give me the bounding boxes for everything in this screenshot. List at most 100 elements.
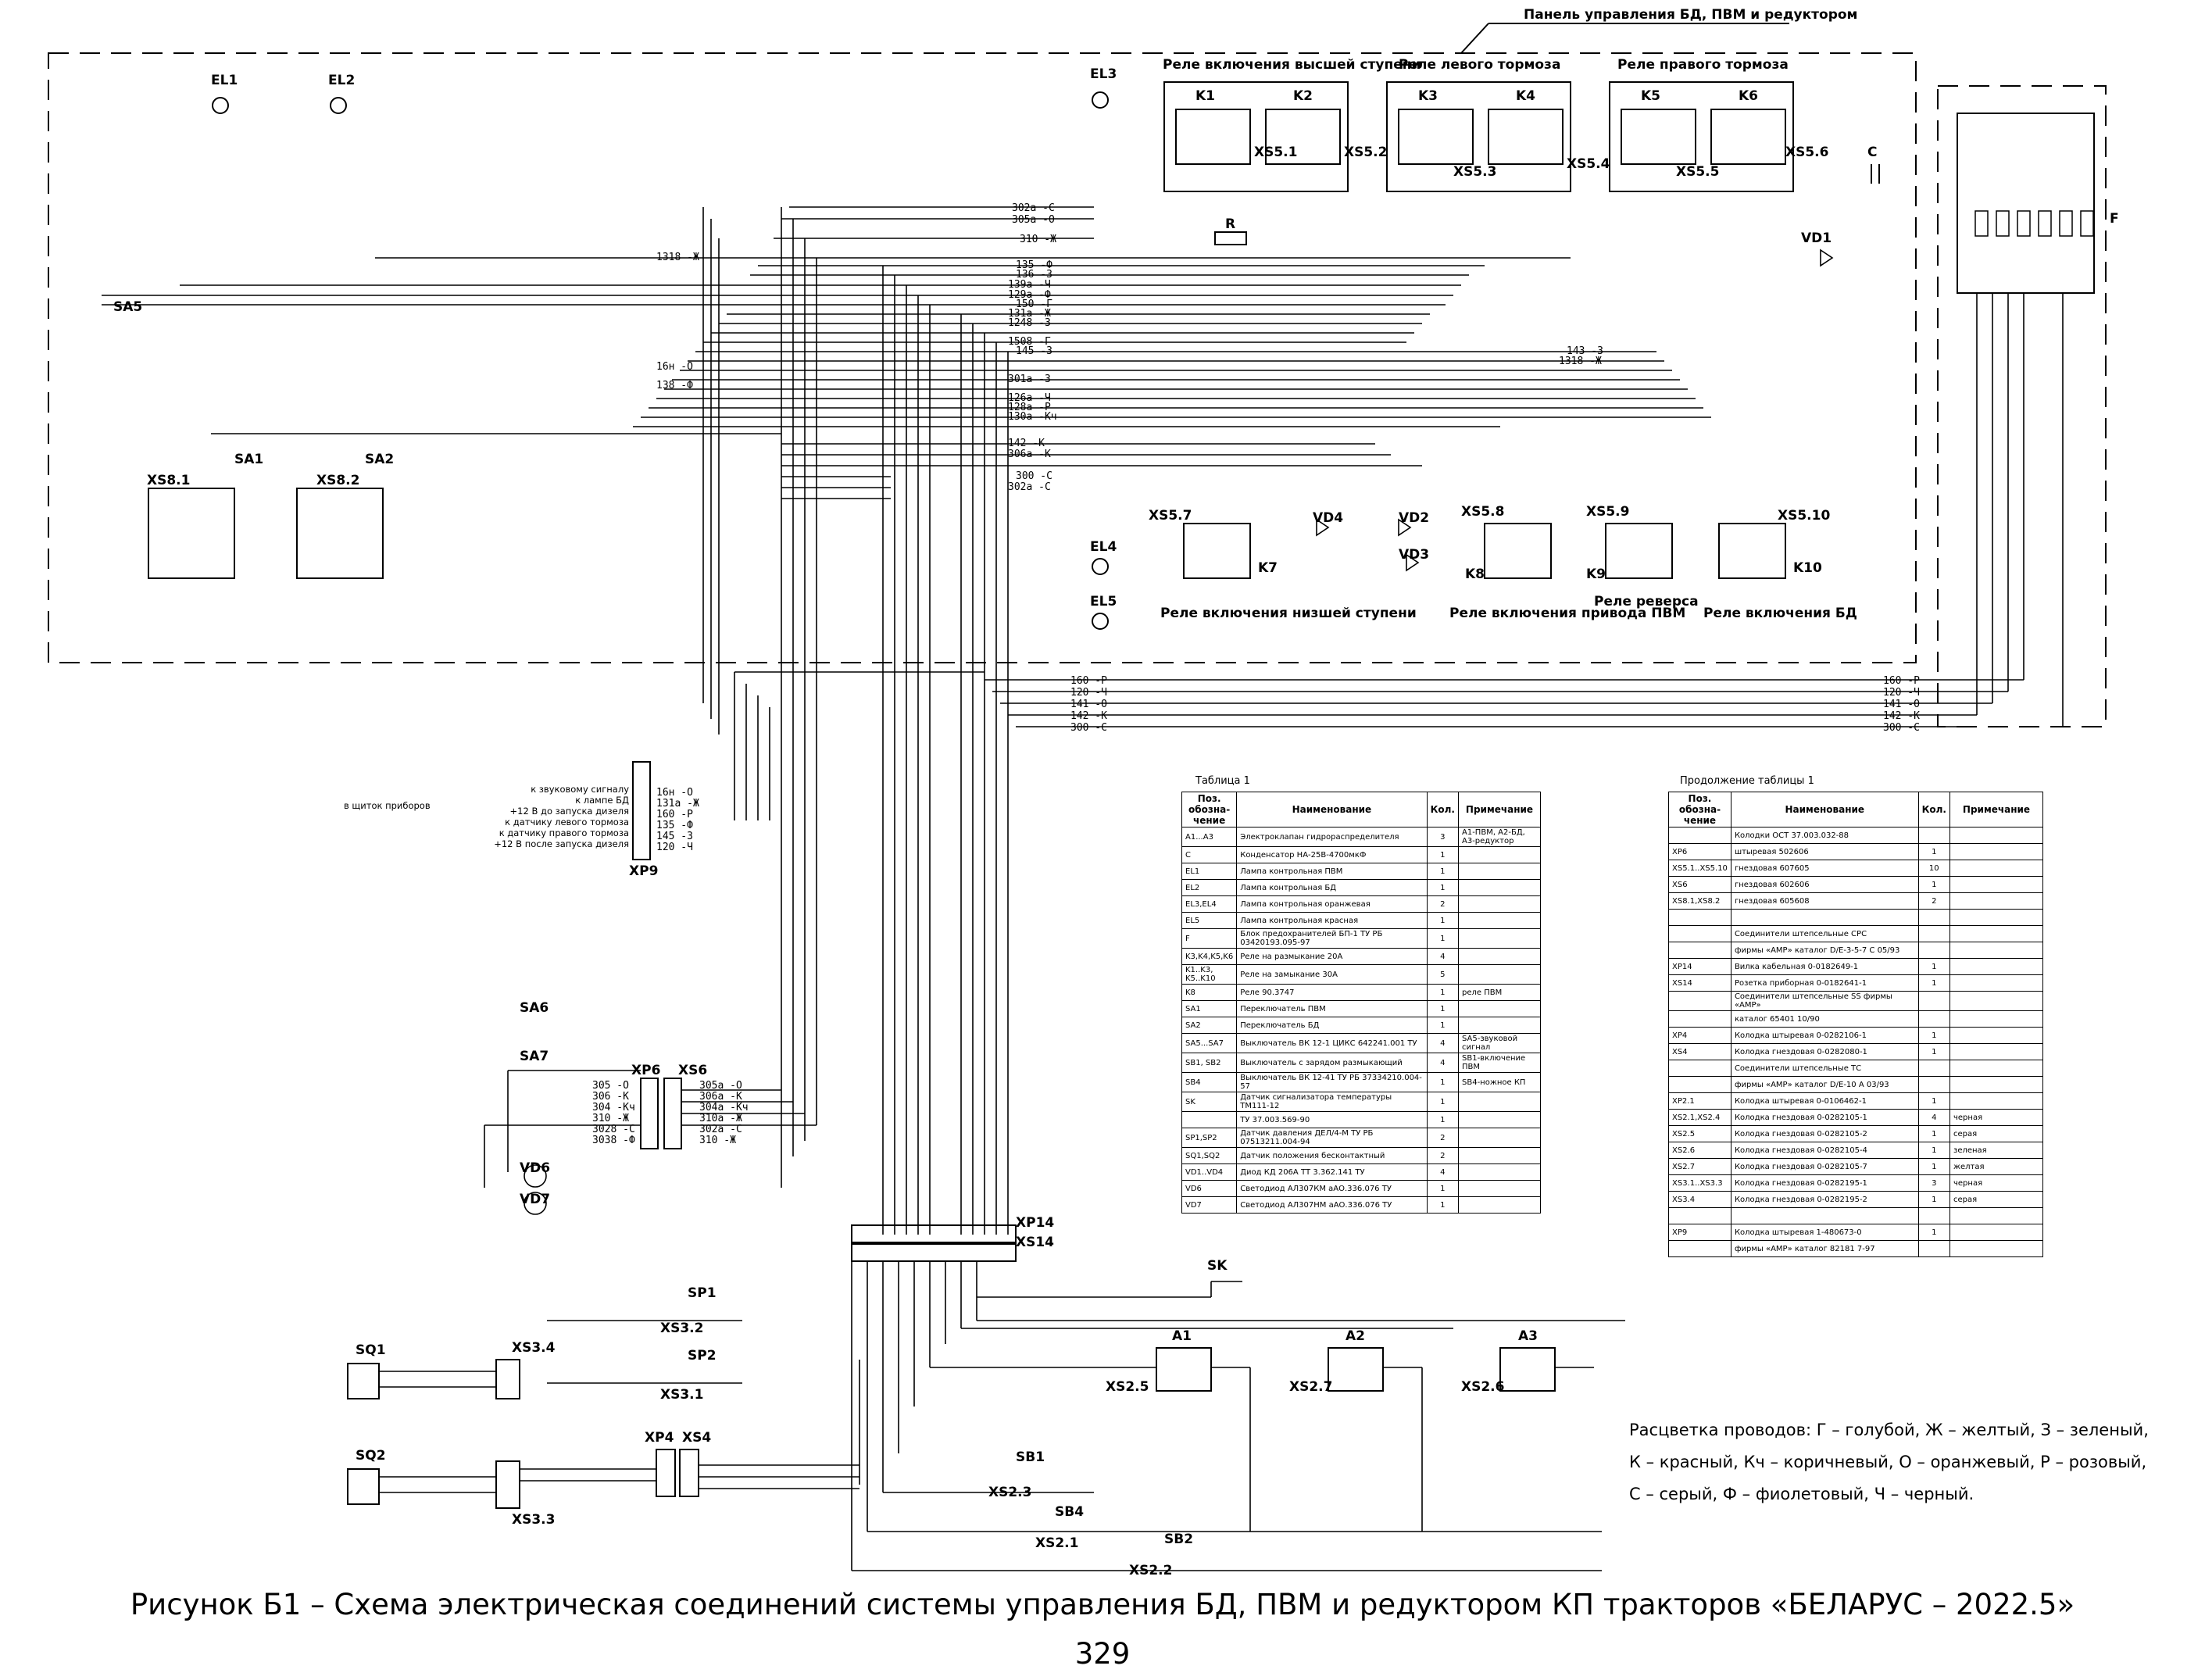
label-xs5-1: XS5.1: [1254, 145, 1297, 160]
table1-cell: EL2: [1181, 879, 1238, 896]
table2-cell: [1917, 827, 1951, 844]
table1-cell: Лампа контрольная красная: [1236, 912, 1428, 929]
table2-cell: черная: [1949, 1109, 2043, 1126]
table1-cell: 1: [1426, 1000, 1460, 1017]
table2-cell: XS14: [1668, 974, 1731, 992]
svg-text:305а -О: 305а -О: [699, 1080, 742, 1092]
table2-cell: Колодка гнездовая 0-0282195-1: [1730, 1174, 1919, 1192]
svg-text:120 -Ч: 120 -Ч: [1883, 687, 1920, 699]
table2-cell: [1668, 909, 1731, 926]
connector-xp14: [851, 1224, 1017, 1243]
svg-text:135 -Ф: 135 -Ф: [656, 820, 693, 831]
table2-cell: [1917, 925, 1951, 942]
table2-cell: XS2.7: [1668, 1158, 1731, 1175]
legend-line: К – красный, Кч – коричневый, О – оранже…: [1629, 1453, 2147, 1471]
fuse-block: [1957, 113, 2095, 294]
label-a2: A2: [1346, 1328, 1365, 1344]
label-vd7: VD7: [520, 1192, 550, 1207]
relay-k8: [1484, 523, 1552, 579]
table1-cell: 2: [1426, 895, 1460, 913]
table2-cell: [1668, 991, 1731, 1011]
svg-text:306а -К: 306а -К: [1008, 449, 1051, 460]
resistor-r: [1214, 231, 1247, 245]
label-xp14: XP14: [1016, 1215, 1054, 1231]
table2-cell: 1: [1917, 1142, 1951, 1159]
table2-cell: гнездовая 602606: [1730, 876, 1919, 893]
label-xp9: XP9: [629, 863, 658, 879]
switch-sa1: [148, 488, 235, 579]
table2-cell: 1: [1917, 1191, 1951, 1208]
svg-text:305а -О: 305а -О: [1012, 214, 1055, 226]
label-c: C: [1867, 145, 1877, 160]
table2-cell: штыревая 502606: [1730, 843, 1919, 860]
label-vd1: VD1: [1801, 231, 1832, 246]
label-xs2-5: XS2.5: [1106, 1379, 1149, 1395]
table2-row: [1668, 909, 2043, 926]
table2-row: фирмы «AMP» каталог 82181 7-97: [1668, 1240, 2043, 1257]
table2-cell: 1: [1917, 958, 1951, 975]
label-f: F: [2110, 211, 2119, 227]
table2: Поз. обозна-чение Наименование Кол. Прим…: [1668, 792, 2043, 1257]
table1-cell: [1458, 1017, 1541, 1034]
table2-cell: [1949, 1010, 2043, 1028]
table1-cell: Датчик давления ДЕЛ/4-М ТУ РБ 07513211.0…: [1236, 1128, 1428, 1148]
table2-cell: фирмы «AMP» каталог D/E-3-5-7 С 05/93: [1730, 942, 1919, 959]
svg-text:306 -К: 306 -К: [592, 1091, 629, 1103]
table2-row: Соединители штепсельные SS фирмы «AMP»: [1668, 991, 2043, 1011]
relay-block-high-gear: [1163, 81, 1349, 192]
table1-cell: [1458, 1180, 1541, 1197]
svg-text:1508 -Г: 1508 -Г: [1008, 336, 1051, 348]
table1-cell: K3,K4,K5,K6: [1181, 948, 1238, 965]
table1-cell: 1: [1426, 1196, 1460, 1214]
svg-text:3038 -Ф: 3038 -Ф: [592, 1135, 635, 1146]
label-a3: A3: [1518, 1328, 1538, 1344]
label-k8: K8: [1465, 567, 1485, 582]
label-xs5-3: XS5.3: [1453, 164, 1496, 180]
table2-cell: XS6: [1668, 876, 1731, 893]
table2-cell: гнездовая 607605: [1730, 860, 1919, 877]
label-r: R: [1225, 216, 1235, 232]
table2-cell: [1917, 1060, 1951, 1077]
label-xs5-7: XS5.7: [1149, 508, 1192, 524]
table2-cell: [1668, 1010, 1731, 1028]
table2-row: [1668, 1207, 2043, 1224]
svg-text:145 -З: 145 -З: [656, 831, 693, 842]
table1-cell: 1: [1426, 846, 1460, 863]
table1-cell: [1181, 1111, 1238, 1128]
table1-cell: 1: [1426, 1072, 1460, 1092]
table1-cell: Светодиод АЛ307НМ аАО.336.076 ТУ: [1236, 1196, 1428, 1214]
svg-text:138 -Ф: 138 -Ф: [656, 380, 693, 391]
table2-cell: XS3.4: [1668, 1191, 1731, 1208]
table1-cell: [1458, 1163, 1541, 1181]
connector-xs6: [663, 1078, 682, 1149]
table2-cell: Колодка гнездовая 0-0282105-4: [1730, 1142, 1919, 1159]
table1-cell: [1458, 1092, 1541, 1112]
table1-cell: [1458, 1196, 1541, 1214]
table1-cell: EL5: [1181, 912, 1238, 929]
table2-cell: Колодка штыревая 0-0106462-1: [1730, 1092, 1919, 1110]
table2-cell: 1: [1917, 1224, 1951, 1241]
label-vd2: VD2: [1399, 510, 1429, 526]
label-xs5-4: XS5.4: [1567, 156, 1610, 172]
table1-cell: Электроклапан гидрораспределителя: [1236, 827, 1428, 847]
table1-header: Поз. обозна-чение: [1181, 792, 1238, 827]
table2-cell: серая: [1949, 1125, 2043, 1142]
relay-group-label: Реле включения высшей ступени: [1163, 57, 1421, 73]
table2-cell: XS8.1,XS8.2: [1668, 892, 1731, 910]
svg-text:310а -Ж: 310а -Ж: [699, 1113, 742, 1124]
label-xs8-1: XS8.1: [147, 473, 190, 488]
table1-cell: 4: [1426, 1053, 1460, 1073]
svg-text:302а -С: 302а -С: [699, 1124, 742, 1135]
svg-text:310 -Ж: 310 -Ж: [699, 1135, 736, 1146]
relay-block-right-brake: [1609, 81, 1794, 192]
